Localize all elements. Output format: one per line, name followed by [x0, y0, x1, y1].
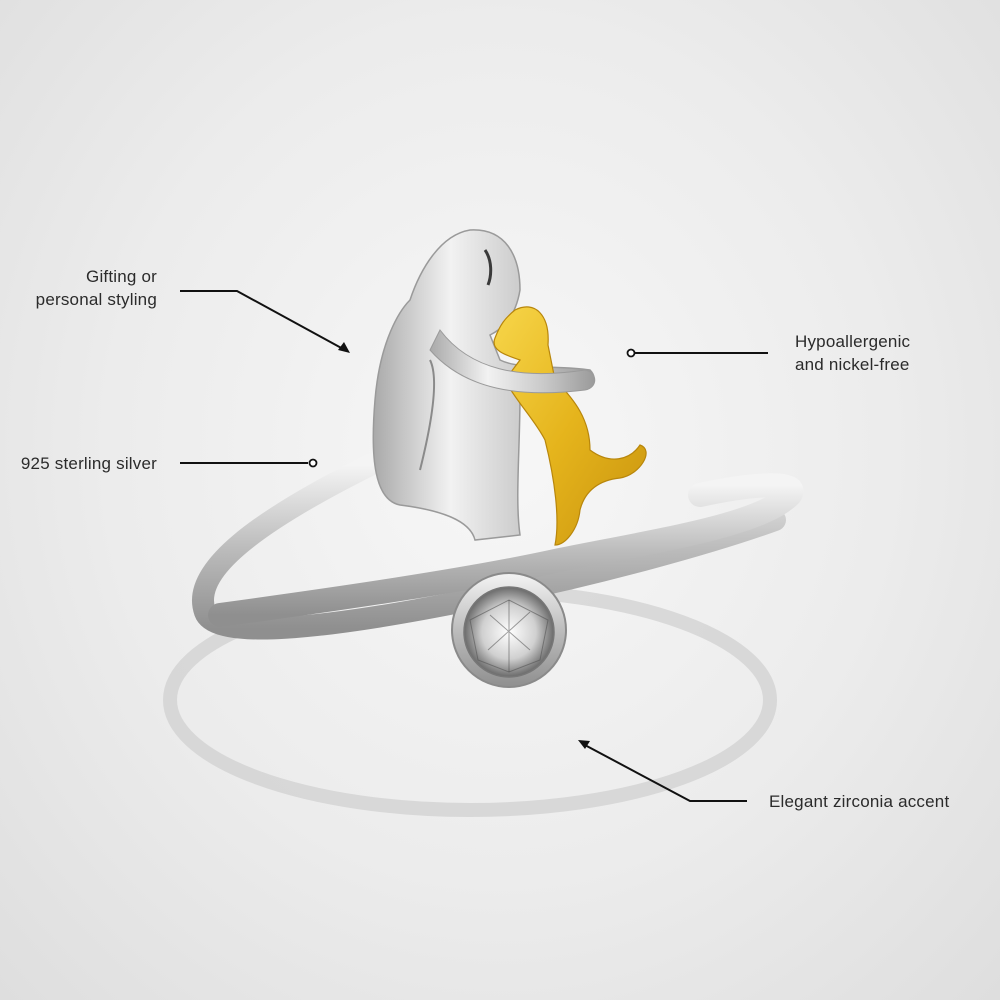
annotation-hypoallergenic: Hypoallergenic and nickel-free [795, 330, 995, 376]
dog-figure [493, 306, 647, 546]
annotation-hypo-line2: and nickel-free [795, 355, 910, 374]
annotation-zirconia-line1: Elegant zirconia accent [769, 792, 950, 811]
annotation-gifting: Gifting or personal styling [0, 265, 157, 311]
ring-band-front [208, 473, 804, 627]
annotation-gifting-line2: personal styling [35, 290, 157, 309]
silver-pointer-line [180, 458, 318, 468]
annotation-silver-line1: 925 sterling silver [20, 454, 157, 473]
annotation-silver: 925 sterling silver [0, 452, 157, 475]
dot-icon [626, 348, 636, 358]
annotation-hypo-line1: Hypoallergenic [795, 332, 911, 351]
arrowhead-icon [338, 342, 350, 353]
dot-icon [308, 458, 318, 468]
gifting-pointer-line [180, 290, 350, 353]
arrowhead-icon [578, 740, 590, 749]
zirconia-pointer-line [578, 740, 747, 802]
ring-band-back [192, 454, 786, 640]
annotation-gifting-line1: Gifting or [86, 267, 157, 286]
girl-arm [429, 329, 596, 394]
annotation-zirconia: Elegant zirconia accent [769, 790, 999, 813]
hypo-pointer-line [626, 348, 768, 358]
zirconia-stone [451, 572, 567, 688]
